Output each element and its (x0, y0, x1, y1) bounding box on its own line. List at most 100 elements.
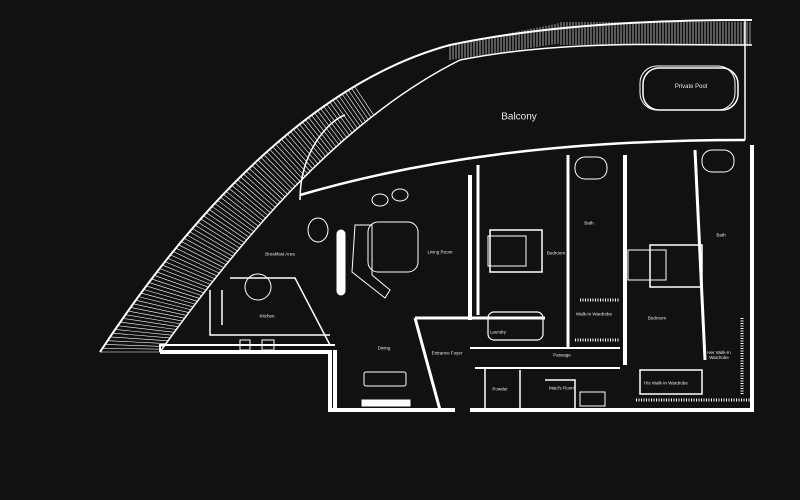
room-label-bath-2: Bath (716, 232, 726, 238)
hatch-line (220, 197, 259, 227)
hatch-line (246, 170, 281, 203)
hatch-line (151, 278, 202, 296)
hatch-line (203, 215, 245, 243)
maids-room-bed (579, 391, 606, 407)
hatch-line (231, 185, 269, 216)
foyer-wall (413, 316, 545, 411)
hatch-line (254, 162, 288, 195)
passage-wall (470, 347, 620, 369)
living-room-rug (367, 221, 419, 273)
hatch-line (110, 336, 169, 342)
hatch-line (192, 228, 236, 254)
room-label-entrance-foyer: Entrance Foyer (431, 350, 463, 356)
hatch-line (178, 244, 224, 268)
balcony-hatching (100, 22, 751, 353)
hatch-line (170, 254, 218, 277)
hatch-line (251, 165, 286, 198)
hatch-line (154, 275, 204, 294)
hatch-line (138, 296, 192, 311)
bed-2 (649, 244, 703, 288)
hatch-line (217, 200, 257, 230)
kitchen-cooktop (261, 339, 275, 351)
room-label-bedroom-1: Bedroom (546, 250, 566, 256)
hatch-line (272, 146, 303, 180)
hatch-line (133, 303, 187, 316)
powder-maid-walls (484, 368, 576, 410)
hatch-line (173, 251, 220, 274)
hatch-line (127, 310, 183, 322)
hatch-line (317, 110, 342, 143)
hatch-line (214, 203, 254, 232)
hatch-line (211, 206, 252, 235)
hatch-line (305, 119, 332, 152)
hatch-line (194, 225, 238, 252)
room-label-maids-room: Maid's Room (548, 385, 576, 391)
hatch-line (122, 318, 179, 327)
hatch-line (200, 218, 243, 246)
dining-table (363, 371, 407, 387)
hatch-line (293, 128, 321, 162)
hatch-line (296, 126, 324, 160)
hatch-line (257, 159, 291, 192)
hatch-line (146, 285, 198, 302)
hatch-line (335, 97, 358, 129)
room-label-breakfast-area: Breakfast Area (265, 251, 295, 257)
armchair (371, 193, 389, 207)
bathtub-2 (701, 149, 735, 173)
hatch-line (183, 237, 229, 263)
room-label-passage: Passage (553, 352, 571, 358)
hatch-line (234, 182, 271, 213)
hatch-line (115, 329, 173, 336)
hatch-line (290, 131, 319, 164)
hatch-line (135, 299, 189, 313)
hatch-line (107, 340, 167, 344)
hatch-line (243, 173, 278, 206)
room-label-powder: Powder (492, 386, 508, 392)
bed-1 (489, 229, 543, 273)
armchair (391, 188, 409, 202)
hatch-line (240, 176, 276, 208)
hatch-line (299, 124, 326, 157)
wardrobe-island (639, 369, 703, 395)
private-pool-outline (639, 65, 736, 111)
hatch-line (341, 93, 364, 125)
hatch-line (320, 108, 345, 140)
bed-1-mattress (487, 235, 527, 267)
hatch-line (308, 117, 334, 150)
hatch-line (197, 221, 240, 249)
hatch-line (338, 95, 361, 127)
kitchen-sink (239, 339, 251, 351)
hatch-line (164, 261, 213, 282)
hatch-line (225, 191, 264, 222)
balcony-outer-edge (99, 19, 753, 353)
hatch-line (351, 88, 372, 118)
hatch-line (354, 86, 374, 116)
hatch-line (140, 292, 194, 308)
hatch-line (102, 347, 163, 350)
room-label-balcony: Balcony (501, 111, 537, 123)
hatch-line (112, 332, 171, 339)
hatch-line (275, 143, 306, 177)
hatch-line (323, 106, 347, 138)
hatch-line (248, 168, 283, 200)
armchair (307, 217, 329, 243)
balcony-inner-edge (159, 43, 753, 353)
hatch-line (125, 314, 181, 325)
room-label-walk-in-wardrobe: Walk-In Wardrobe (576, 311, 612, 317)
hatch-line (344, 91, 366, 122)
hatch-line (105, 344, 165, 347)
hatch-line (186, 234, 231, 260)
hatch-line (278, 141, 308, 174)
hatch-line (120, 321, 177, 330)
balcony-railing (299, 114, 346, 201)
kitchen-counter (209, 277, 331, 346)
hatch-line (208, 209, 250, 238)
hatch-line (206, 212, 247, 241)
living-room-column (336, 229, 346, 296)
hatch-line (156, 271, 207, 291)
hatch-line (269, 149, 301, 182)
balcony-floor-line (299, 138, 746, 197)
hatch-line (117, 325, 175, 333)
